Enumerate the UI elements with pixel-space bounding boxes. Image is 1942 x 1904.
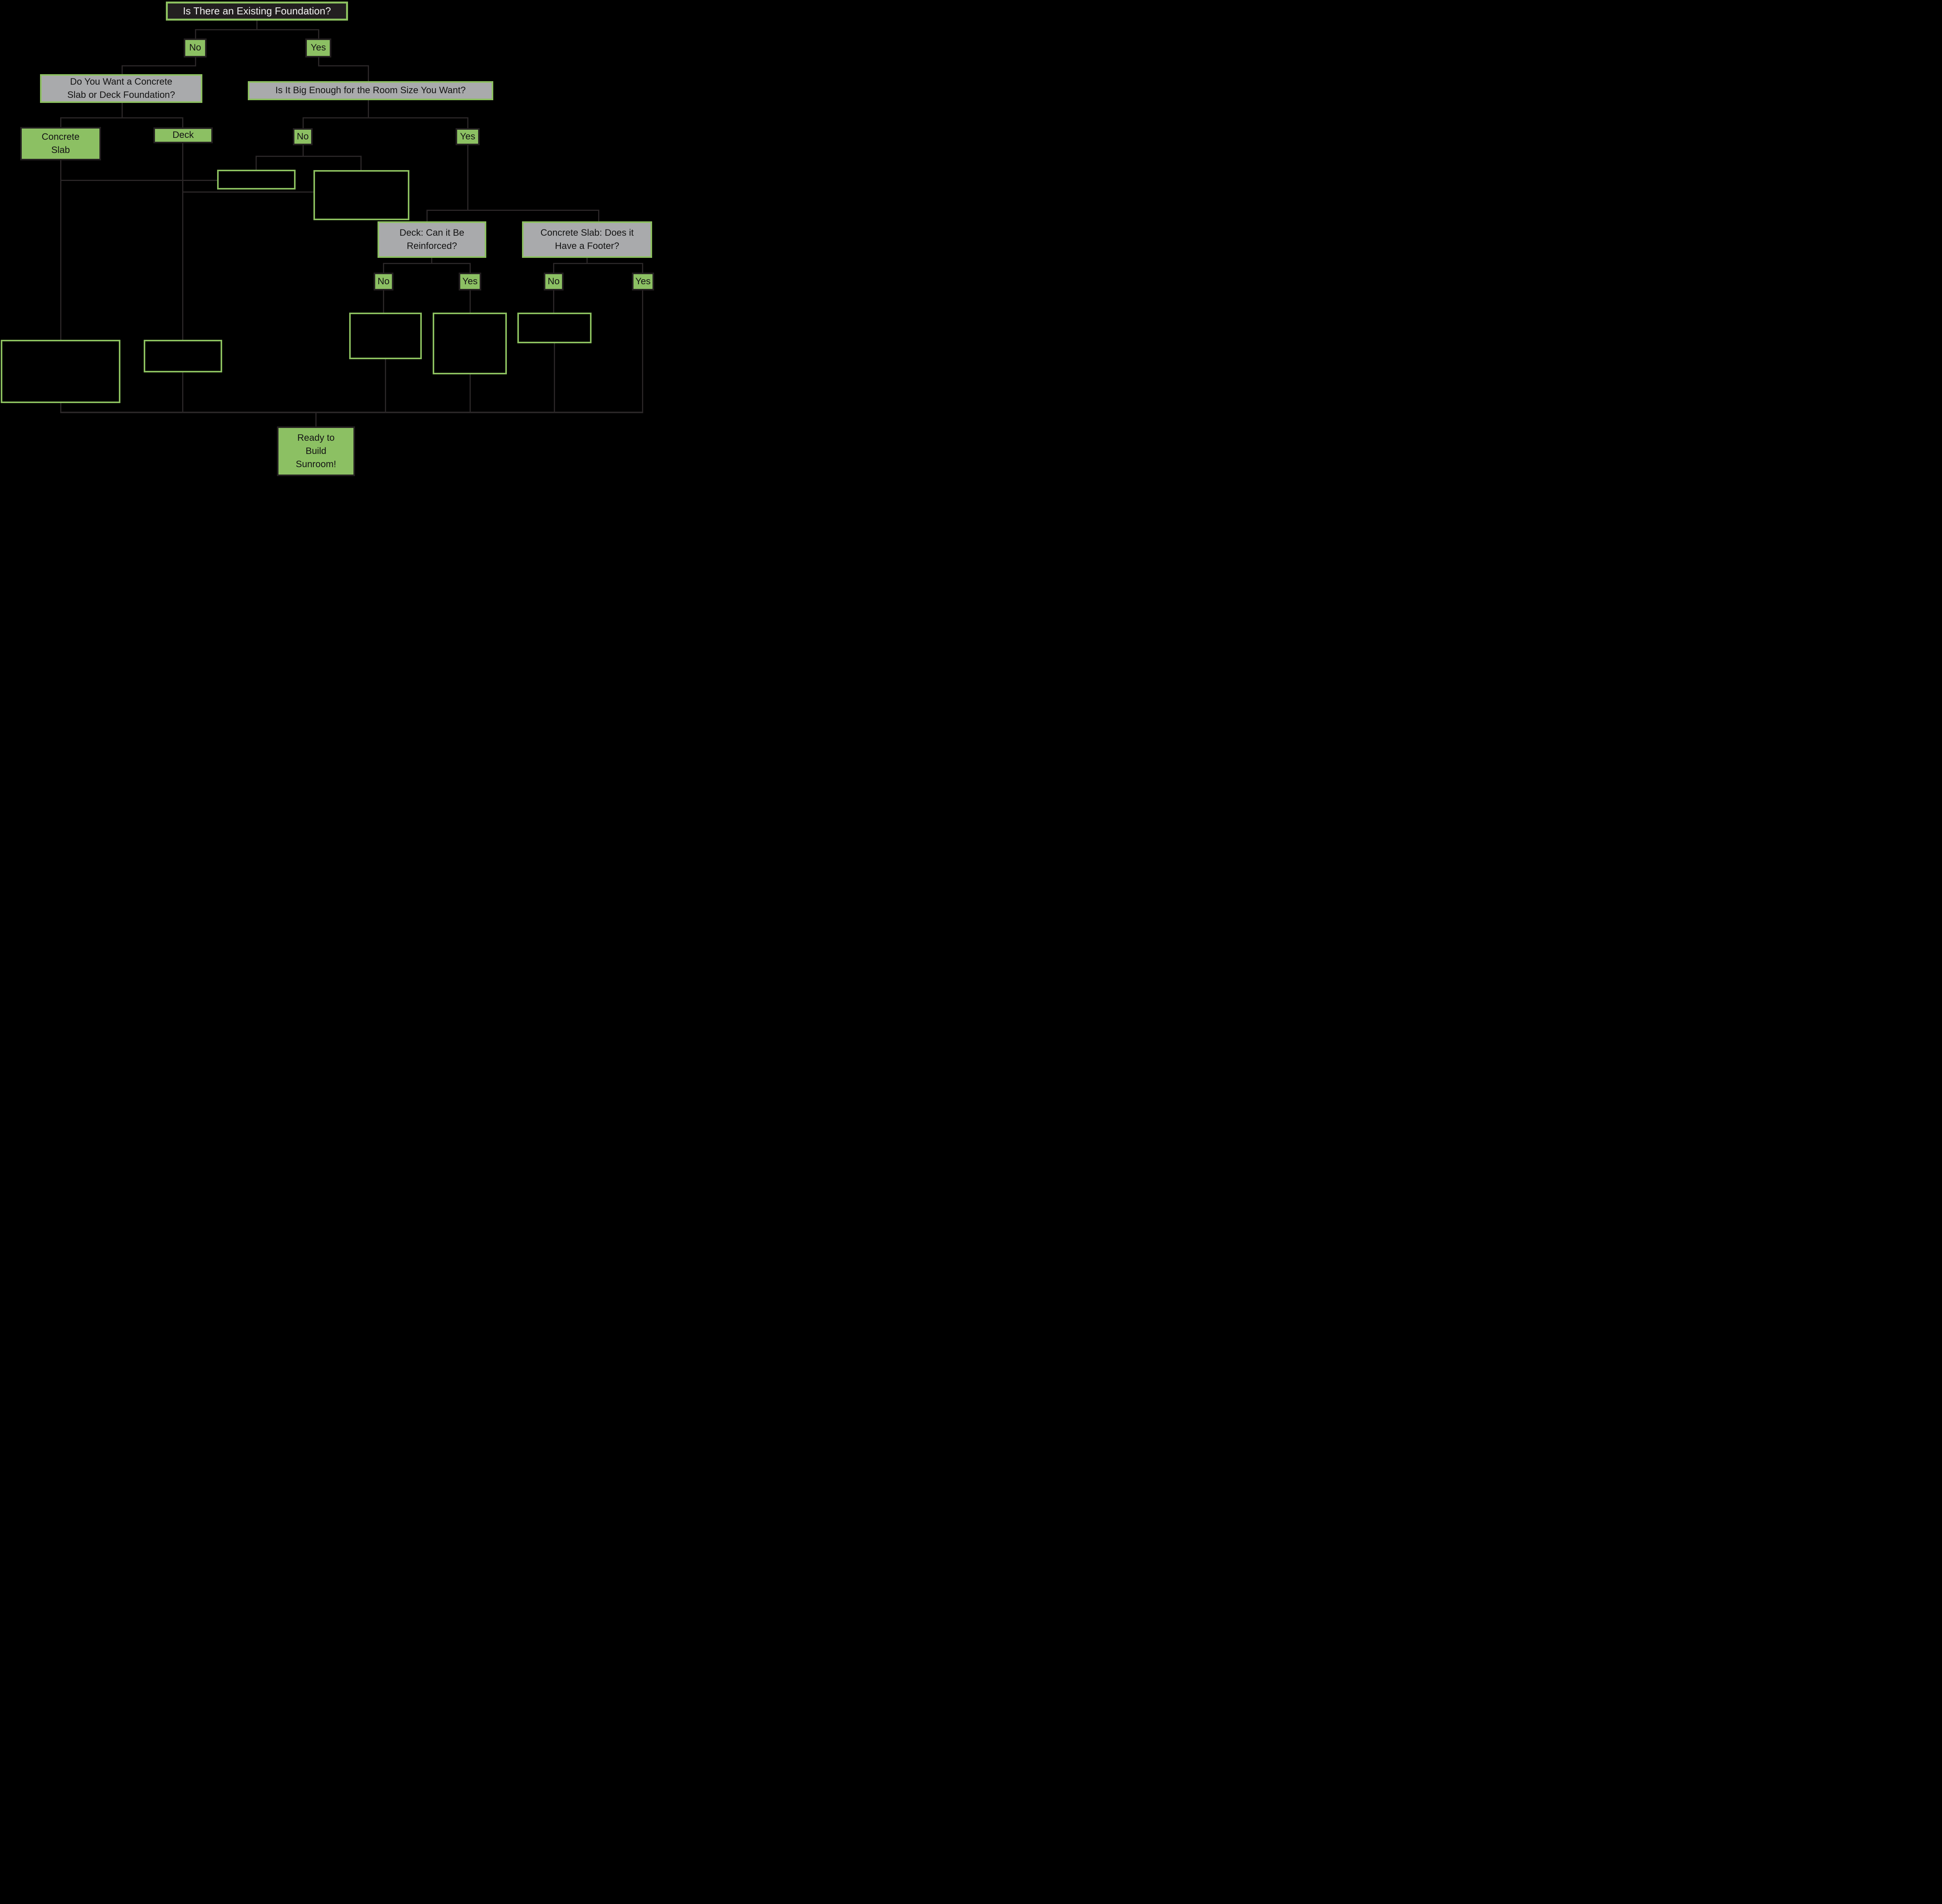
connector [383, 263, 471, 264]
node-option-concrete-slab: Concrete Slab [20, 127, 101, 160]
connector [195, 29, 196, 39]
node-option-deck: Deck [153, 127, 213, 143]
connector-bus [60, 412, 643, 413]
connector [467, 117, 468, 129]
connector [60, 117, 61, 127]
connector [318, 57, 319, 66]
node-question-slab-footer: Concrete Slab: Does it Have a Footer? [522, 221, 652, 258]
node-slab-footer-yes: Yes [632, 273, 654, 290]
node-terminal-ready: Ready to Build Sunroom! [277, 426, 355, 476]
connector [470, 374, 471, 413]
connector [60, 160, 61, 340]
connector [385, 359, 386, 413]
connector [383, 290, 384, 313]
node-empty-box-3 [349, 313, 422, 359]
connector [256, 21, 258, 30]
connector [195, 57, 196, 66]
connector [60, 117, 183, 118]
connector [195, 29, 319, 30]
connector [642, 263, 643, 273]
node-root-question: Is There an Existing Foundation? [166, 2, 348, 21]
connector [303, 145, 304, 157]
connector [360, 156, 362, 170]
connector [122, 65, 196, 66]
node-root-no: No [184, 38, 207, 57]
connector [383, 263, 384, 273]
connector [467, 145, 468, 211]
connector [303, 117, 304, 129]
connector [60, 180, 217, 181]
connector [60, 403, 61, 413]
connector [598, 210, 599, 221]
connector [182, 143, 183, 340]
connector [426, 210, 599, 211]
connector [315, 412, 317, 426]
node-big-enough-no: No [293, 128, 313, 145]
connector [553, 263, 643, 264]
connector [182, 372, 183, 413]
node-empty-box-1 [217, 170, 296, 190]
connector [256, 156, 362, 157]
connector [122, 103, 123, 118]
connector [642, 290, 643, 413]
connector [586, 258, 588, 264]
node-question-deck-reinforced: Deck: Can it Be Reinforced? [378, 221, 486, 258]
node-deck-reinforced-yes: Yes [459, 273, 481, 290]
connector [256, 156, 257, 170]
node-empty-box-2 [313, 170, 409, 220]
node-deck-reinforced-no: No [374, 273, 393, 290]
flowchart-canvas: Is There an Existing Foundation? No Yes … [0, 0, 654, 476]
connector [553, 290, 554, 313]
connector [368, 65, 369, 82]
node-question-foundation-type: Do You Want a Concrete Slab or Deck Foun… [40, 74, 202, 103]
connector [318, 29, 319, 39]
connector [426, 210, 428, 221]
node-empty-box-5 [517, 313, 592, 343]
node-empty-box-4 [433, 313, 507, 374]
node-root-yes: Yes [305, 38, 331, 57]
node-slab-footer-no: No [544, 273, 564, 290]
node-empty-box-6 [1, 340, 120, 403]
node-big-enough-yes: Yes [456, 128, 480, 145]
connector [122, 65, 123, 75]
connector [318, 65, 369, 66]
connector [554, 343, 555, 413]
connector [553, 263, 554, 273]
connector [303, 117, 468, 118]
connector [368, 100, 369, 118]
connector [182, 191, 313, 193]
node-empty-box-7 [144, 340, 222, 372]
connector [470, 263, 471, 273]
connector [470, 290, 471, 313]
connector [431, 258, 432, 264]
connector [182, 117, 183, 128]
node-question-big-enough: Is It Big Enough for the Room Size You W… [248, 81, 493, 100]
